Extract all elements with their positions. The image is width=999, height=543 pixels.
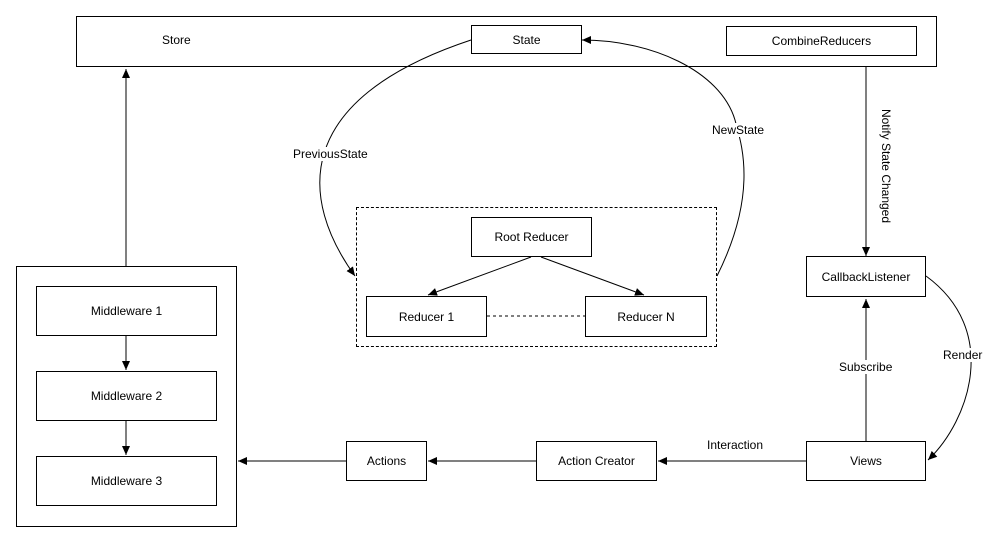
store-label: Store — [162, 33, 191, 47]
reducer-1-node: Reducer 1 — [366, 296, 487, 337]
previous-state-label: PreviousState — [293, 147, 368, 161]
actions-node: Actions — [346, 441, 427, 481]
middleware-3-node: Middleware 3 — [36, 456, 217, 506]
edge-new-state — [581, 36, 745, 277]
views-node: Views — [806, 441, 926, 481]
middleware-1-node: Middleware 1 — [36, 286, 217, 336]
new-state-label: NewState — [712, 123, 765, 137]
callback-listener-node: CallbackListener — [806, 256, 926, 297]
middleware-container — [16, 266, 237, 527]
combine-reducers-node: CombineReducers — [726, 26, 917, 56]
edge-root-to-reducer1 — [427, 256, 532, 296]
middleware-2-node: Middleware 2 — [36, 371, 217, 421]
notify-state-changed-label: Notify State Changed — [879, 104, 893, 228]
edge-root-to-reducerN — [540, 256, 645, 296]
store-container — [76, 16, 937, 67]
subscribe-label: Subscribe — [839, 360, 893, 374]
interaction-label: Interaction — [707, 438, 764, 452]
render-label: Render — [943, 348, 983, 362]
action-creator-node: Action Creator — [536, 441, 657, 481]
root-reducer-node: Root Reducer — [471, 217, 592, 257]
reducer-n-node: Reducer N — [585, 296, 707, 337]
reducer-group — [356, 207, 717, 347]
state-node: State — [471, 25, 582, 54]
edge-render — [925, 275, 972, 461]
